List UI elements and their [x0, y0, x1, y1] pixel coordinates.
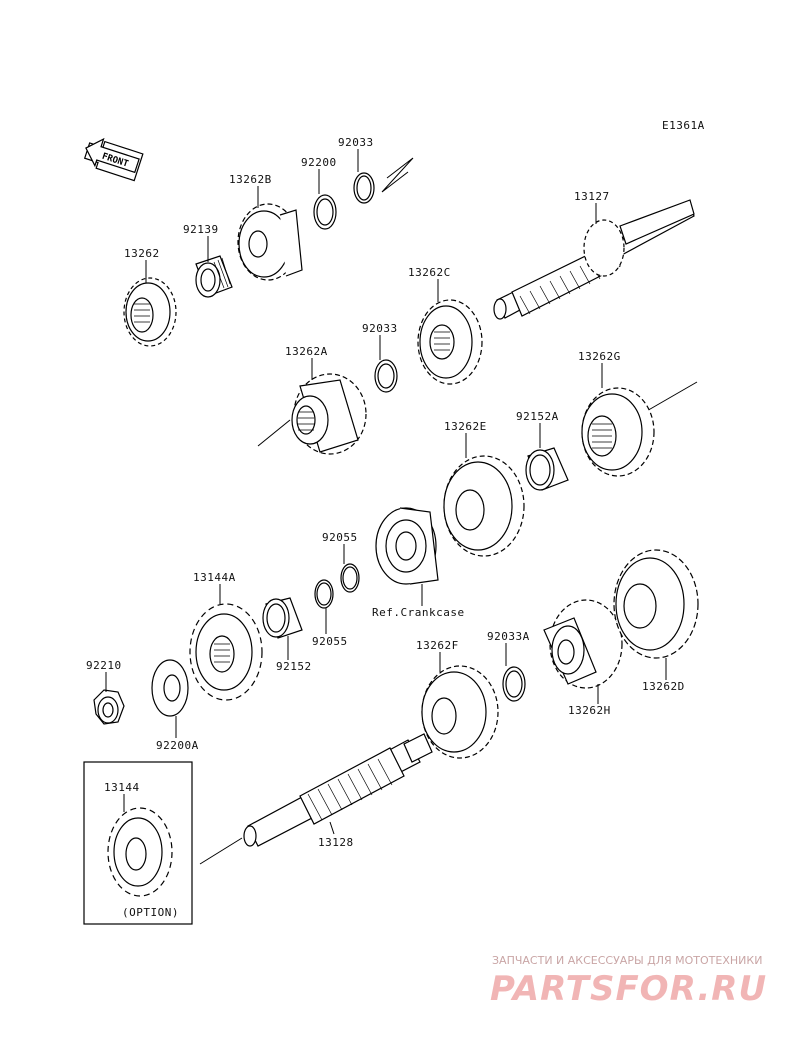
gear-13262A — [291, 373, 367, 455]
ref-crankcase-label: Ref.Crankcase — [372, 606, 465, 619]
gear-13262C — [417, 299, 483, 385]
axis-line-a — [257, 419, 291, 447]
washer-92200A — [151, 659, 189, 717]
circlip-92033-mid — [374, 359, 398, 393]
gear-13262E — [443, 455, 525, 557]
label-92055-b: 92055 — [312, 635, 348, 648]
label-92200A: 92200A — [156, 739, 199, 752]
needle-bearing-92139 — [195, 255, 233, 298]
diagram-code: E1361A — [662, 119, 705, 132]
label-92033-top: 92033 — [338, 136, 374, 149]
label-13262A: 13262A — [285, 345, 328, 358]
label-13262D: 13262D — [642, 680, 685, 693]
label-92033A: 92033A — [487, 630, 530, 643]
option-label: (OPTION) — [122, 906, 179, 919]
label-92139: 92139 — [183, 223, 219, 236]
bushing-92152 — [262, 597, 303, 639]
axis-break-top — [381, 157, 414, 193]
label-92033-mid: 92033 — [362, 322, 398, 335]
label-13262F: 13262F — [416, 639, 459, 652]
label-92152: 92152 — [276, 660, 312, 673]
label-13262E: 13262E — [444, 420, 487, 433]
circlip-92033-top — [353, 172, 375, 204]
option-box — [83, 761, 193, 925]
shaft-13128 — [243, 733, 433, 847]
label-92055-a: 92055 — [322, 531, 358, 544]
shaft-13127 — [493, 199, 695, 320]
label-13262: 13262 — [124, 247, 160, 260]
gear-13262 — [123, 277, 177, 347]
label-13262G: 13262G — [578, 350, 621, 363]
bushing-92152A — [525, 447, 569, 491]
oring-92055-b — [314, 579, 334, 609]
front-arrow-icon: FRONT — [83, 137, 144, 182]
label-13144: 13144 — [104, 781, 140, 794]
gear-13262F — [421, 665, 499, 759]
circlip-92033A — [502, 666, 526, 702]
label-13262B: 13262B — [229, 173, 272, 186]
label-13127: 13127 — [574, 190, 610, 203]
washer-92200 — [313, 194, 337, 230]
sprocket-13144A — [189, 603, 263, 701]
label-92210: 92210 — [86, 659, 122, 672]
axis-line-g — [644, 381, 698, 413]
label-13262C: 13262C — [408, 266, 451, 279]
oring-92055-a — [340, 563, 360, 593]
watermark-tagline: ЗАПЧАСТИ И АКСЕССУАРЫ ДЛЯ МОТОТЕХНИКИ — [492, 954, 762, 967]
gear-13262B — [237, 203, 303, 281]
label-13128: 13128 — [318, 836, 354, 849]
sprocket-13144 — [107, 807, 173, 897]
label-92200: 92200 — [301, 156, 337, 169]
label-13262H: 13262H — [568, 704, 611, 717]
gear-13262H — [543, 599, 623, 689]
watermark-brand: PARTSFOR.RU — [490, 969, 767, 1009]
axis-line-bottom — [199, 837, 243, 865]
label-92152A: 92152A — [516, 410, 559, 423]
bearing-ref-crankcase — [375, 507, 439, 585]
gear-13262G — [581, 387, 655, 477]
nut-92210 — [93, 689, 125, 725]
label-13144A: 13144A — [193, 571, 236, 584]
gear-13262D — [613, 549, 699, 659]
